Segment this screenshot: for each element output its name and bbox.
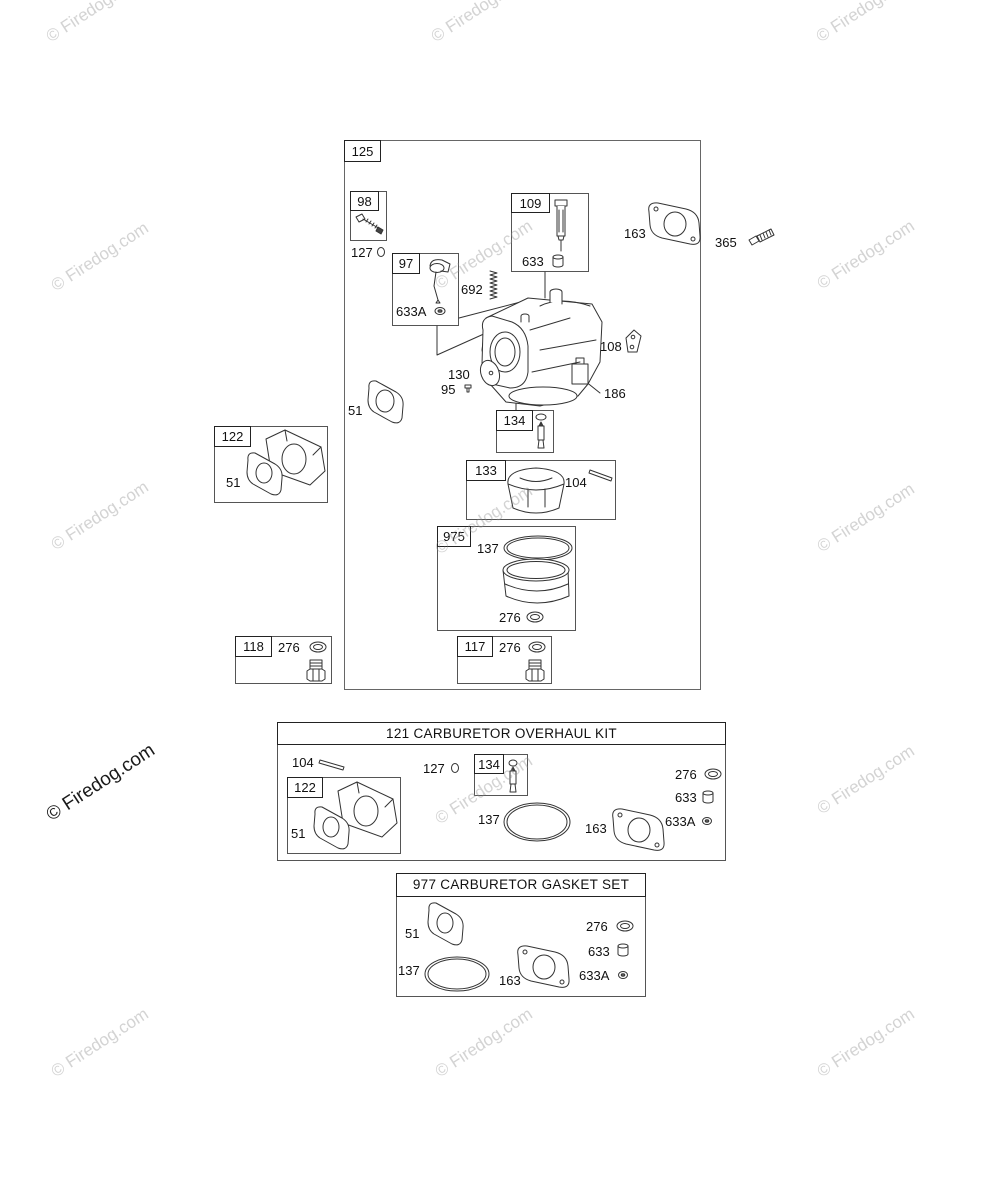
- kit-109-box: [511, 193, 589, 272]
- callout-365[interactable]: 365: [715, 235, 737, 250]
- gasket-51-drawing: [367, 380, 404, 424]
- callout-104[interactable]: 104: [565, 475, 587, 490]
- washer-276-drawing: [616, 920, 634, 932]
- gasket-51-drawing: [313, 806, 350, 850]
- kit-98-label[interactable]: 98: [350, 191, 379, 211]
- part-633-drawing: [702, 790, 714, 804]
- callout-163[interactable]: 163: [585, 821, 607, 836]
- part-109-drawing: [554, 199, 568, 252]
- callout-137[interactable]: 137: [477, 541, 499, 556]
- washer-276-drawing: [704, 768, 722, 780]
- needle-valve-134-drawing: [535, 413, 547, 449]
- overhaul-kit-122-label[interactable]: 122: [287, 777, 323, 798]
- o-ring-137-drawing: [424, 956, 490, 992]
- callout-276[interactable]: 276: [499, 610, 521, 625]
- callout-633[interactable]: 633: [675, 790, 697, 805]
- callout-127[interactable]: 127: [423, 761, 445, 776]
- callout-137[interactable]: 137: [478, 812, 500, 827]
- callout-51[interactable]: 51: [348, 403, 363, 418]
- part-108-drawing: [625, 329, 642, 353]
- kit-118-box: [235, 636, 332, 684]
- kit-975-box: [437, 526, 576, 631]
- callout-127[interactable]: 127: [351, 245, 373, 260]
- callout-633A[interactable]: 633A: [579, 968, 610, 983]
- overhaul-kit-134-label[interactable]: 134: [474, 754, 504, 774]
- kit-122-label[interactable]: 122: [214, 426, 251, 447]
- callout-276[interactable]: 276: [675, 767, 697, 782]
- part-97-drawing: [429, 259, 451, 304]
- gasket-set-title: 977 CARBURETOR GASKET SET: [396, 873, 646, 897]
- float-bowl-drawing: [502, 558, 570, 604]
- washer-276-drawing: [526, 611, 544, 623]
- kit-975-label[interactable]: 975: [437, 526, 471, 547]
- o-ring-137-drawing: [503, 802, 571, 842]
- needle-valve-134-drawing: [508, 759, 518, 793]
- gasket-163-drawing: [648, 202, 701, 245]
- kit-117-label[interactable]: 117: [457, 636, 493, 657]
- part-633-drawing: [617, 943, 629, 957]
- kit-118-label[interactable]: 118: [235, 636, 272, 657]
- callout-633A[interactable]: 633A: [665, 814, 696, 829]
- washer-276-drawing: [309, 641, 327, 653]
- bolt-117-drawing: [525, 659, 545, 682]
- kit-122-box: [214, 426, 328, 503]
- kit-133-box: [466, 460, 616, 520]
- callout-108[interactable]: 108: [600, 339, 622, 354]
- callout-51[interactable]: 51: [405, 926, 420, 941]
- overhaul-kit-title: 121 CARBURETOR OVERHAUL KIT: [277, 722, 726, 745]
- gasket-51-drawing: [246, 452, 283, 496]
- screw-95-drawing: [464, 384, 472, 393]
- assembly-125-box: [344, 140, 701, 690]
- carburetor-body-drawing: [481, 288, 603, 407]
- spring-692-drawing: [489, 270, 498, 300]
- gasket-163-drawing: [612, 808, 665, 851]
- callout-137[interactable]: 137: [398, 963, 420, 978]
- callout-633A[interactable]: 633A: [396, 304, 427, 319]
- overhaul-kit-122-box: [287, 777, 401, 854]
- washer-633A-drawing: [434, 307, 446, 315]
- callout-276[interactable]: 276: [278, 640, 300, 655]
- washer-276-drawing: [528, 641, 546, 653]
- kit-97-box: [392, 253, 459, 326]
- kit-117-box: [457, 636, 552, 684]
- callout-104[interactable]: 104: [292, 755, 314, 770]
- callout-163[interactable]: 163: [624, 226, 646, 241]
- callout-163[interactable]: 163: [499, 973, 521, 988]
- callout-95[interactable]: 95: [441, 382, 456, 397]
- part-633-drawing: [552, 254, 564, 268]
- gasket-163-drawing: [517, 945, 570, 988]
- washer-633A-drawing: [702, 817, 712, 825]
- kit-97-label[interactable]: 97: [392, 253, 420, 274]
- callout-130[interactable]: 130: [448, 367, 470, 382]
- callout-51[interactable]: 51: [291, 826, 306, 841]
- o-ring-127-drawing: [377, 247, 385, 257]
- pin-104-drawing: [588, 469, 613, 482]
- part-98-drawing: [355, 213, 384, 235]
- kit-133-label[interactable]: 133: [466, 460, 506, 481]
- bolt-118-drawing: [306, 659, 326, 682]
- kit-134-label[interactable]: 134: [496, 410, 533, 431]
- plate-130-drawing: [479, 359, 501, 387]
- washer-633A-drawing: [618, 971, 628, 979]
- fitting-365-drawing: [748, 228, 775, 246]
- callout-51[interactable]: 51: [226, 475, 241, 490]
- callout-692[interactable]: 692: [461, 282, 483, 297]
- float-133-drawing: [507, 467, 565, 514]
- callout-633[interactable]: 633: [522, 254, 544, 269]
- callout-633[interactable]: 633: [588, 944, 610, 959]
- callout-276[interactable]: 276: [586, 919, 608, 934]
- o-ring-137-drawing: [503, 535, 573, 561]
- kit-109-label[interactable]: 109: [511, 193, 550, 213]
- callout-186[interactable]: 186: [604, 386, 626, 401]
- callout-276[interactable]: 276: [499, 640, 521, 655]
- gasket-51-drawing: [427, 902, 464, 946]
- assembly-125-label[interactable]: 125: [344, 140, 381, 162]
- pin-104-drawing: [318, 759, 345, 771]
- o-ring-127-drawing: [451, 763, 459, 773]
